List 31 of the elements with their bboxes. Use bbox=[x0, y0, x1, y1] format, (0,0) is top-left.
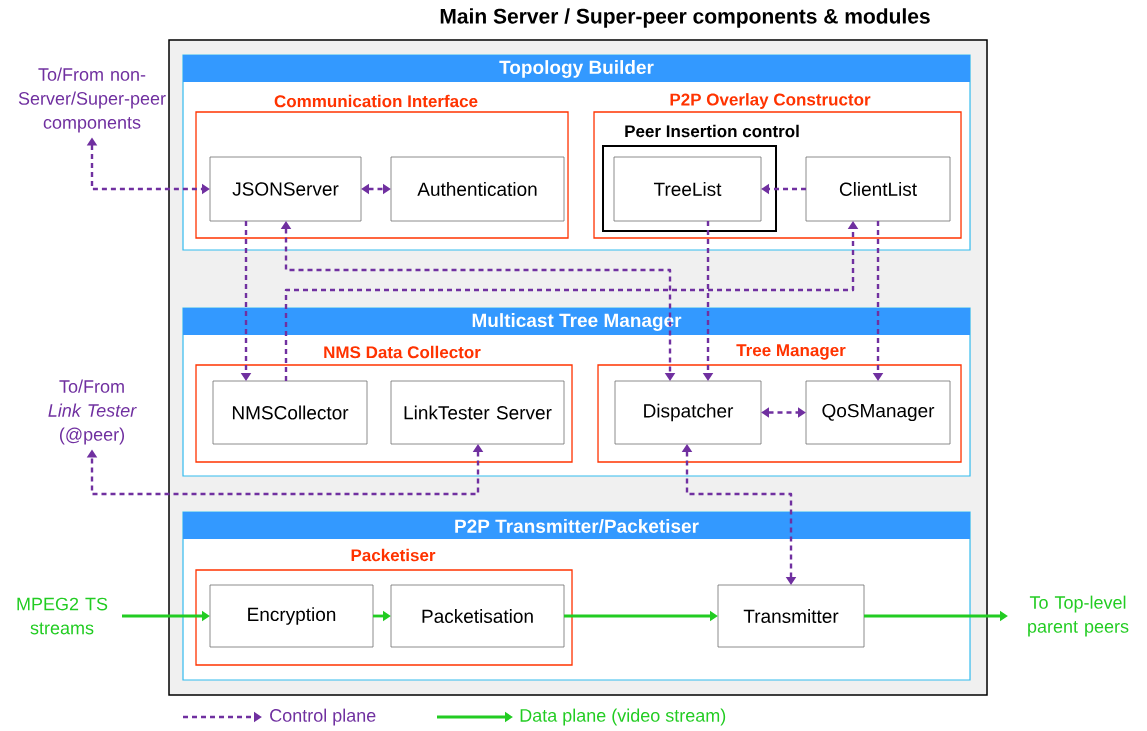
group-label: Communication Interface bbox=[274, 94, 478, 108]
group-label: Packetiser bbox=[351, 548, 436, 562]
io-label: To/From non-Server/Super-peer components bbox=[18, 67, 166, 133]
panel-header: P2P Transmitter/Packetiser bbox=[183, 512, 970, 539]
module-box: NMSCollector bbox=[212, 380, 368, 445]
module-box: Authentication bbox=[390, 156, 565, 222]
module-box: TreeList bbox=[613, 156, 762, 222]
group-label: Peer Insertion control bbox=[625, 124, 799, 138]
io-label: To Top-level parent peers bbox=[1028, 595, 1129, 637]
module-box: QoSManager bbox=[805, 380, 951, 445]
arrow bbox=[280, 221, 676, 381]
module-box: JSONServer bbox=[209, 156, 362, 222]
arrow bbox=[361, 183, 391, 195]
frame-title: Main Server / Super-peer components & modules bbox=[440, 8, 930, 28]
module-box: Transmitter bbox=[717, 584, 865, 648]
module-box: ClientList bbox=[805, 156, 951, 222]
module-box: LinkTester Server bbox=[390, 380, 565, 445]
legend-text: Control plane bbox=[270, 708, 376, 726]
legend-text: Data plane (video stream) bbox=[520, 708, 726, 726]
io-label: MPEG2 TS streams bbox=[17, 597, 108, 635]
module-box: Encryption bbox=[209, 584, 374, 648]
module-box: Dispatcher bbox=[614, 380, 762, 445]
group-label: Tree Manager bbox=[736, 344, 846, 360]
group-label: P2P Overlay Constructor bbox=[670, 93, 871, 109]
io-label: To/From Link Tester (@peer) bbox=[48, 379, 137, 445]
module-box: Packetisation bbox=[390, 584, 565, 648]
arrow bbox=[761, 407, 806, 418]
arrow bbox=[681, 444, 797, 585]
panel-header: Topology Builder bbox=[183, 55, 970, 82]
panel-header: Multicast Tree Manager bbox=[183, 308, 970, 335]
group-label: NMS Data Collector bbox=[324, 345, 481, 359]
